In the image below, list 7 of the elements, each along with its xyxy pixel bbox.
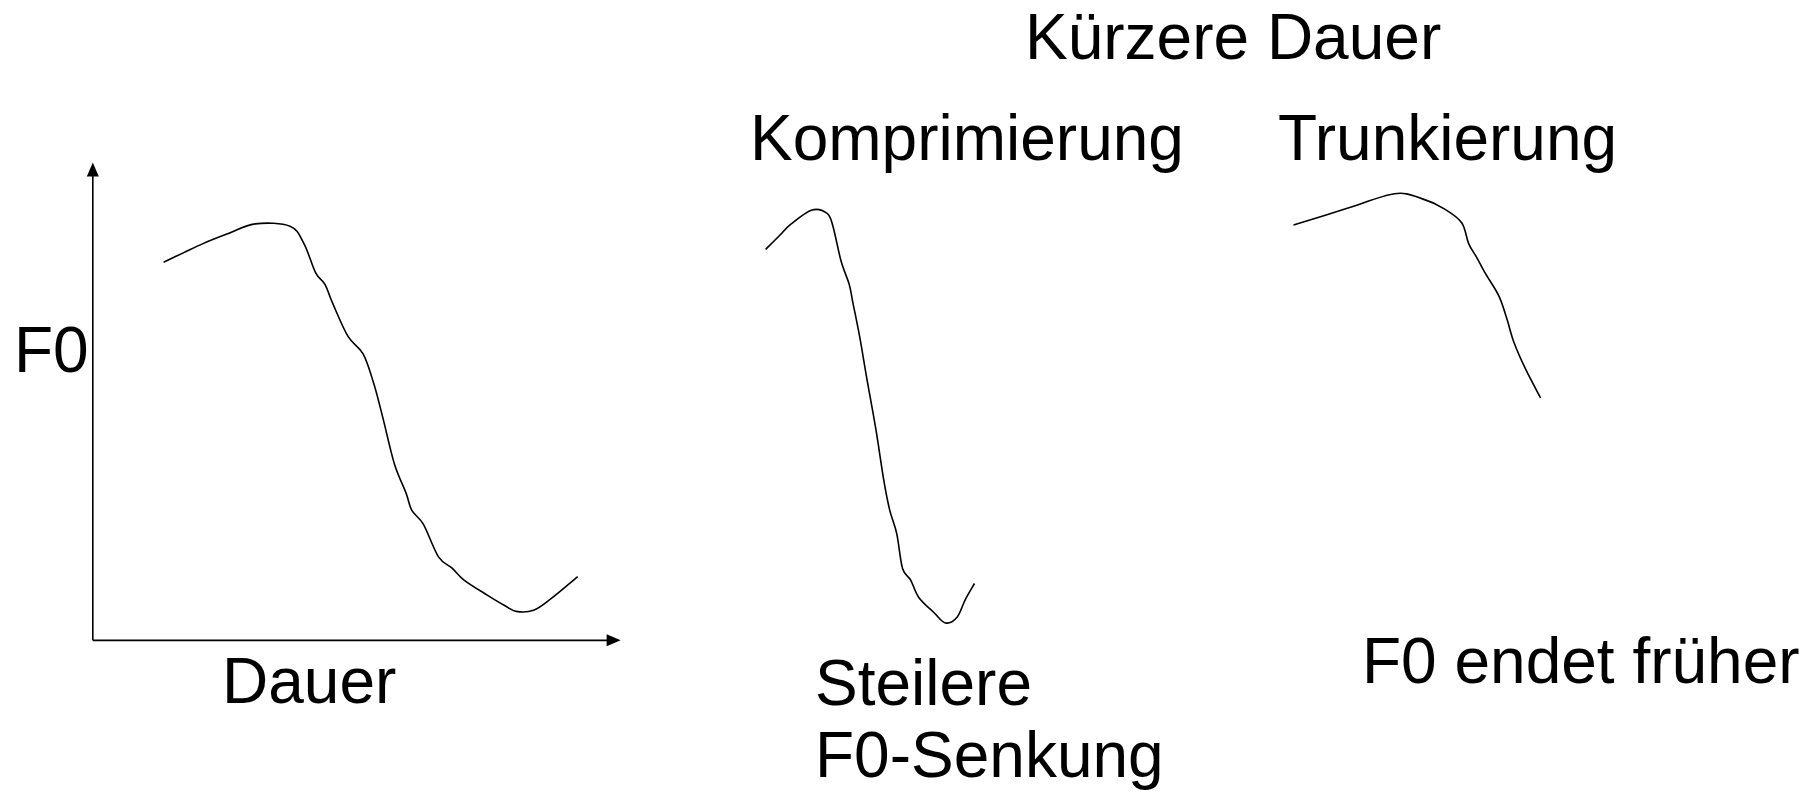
- axis-label: Dauer: [222, 646, 397, 718]
- condition-label: Trunkierung: [1278, 103, 1618, 175]
- condition-label: Komprimierung: [750, 103, 1184, 175]
- annotation: F0 endet früher: [1362, 626, 1800, 698]
- axis-label: F0: [14, 315, 89, 387]
- heading: Kürzere Dauer: [1025, 2, 1442, 74]
- annotation: Steilere F0-Senkung: [815, 648, 1165, 792]
